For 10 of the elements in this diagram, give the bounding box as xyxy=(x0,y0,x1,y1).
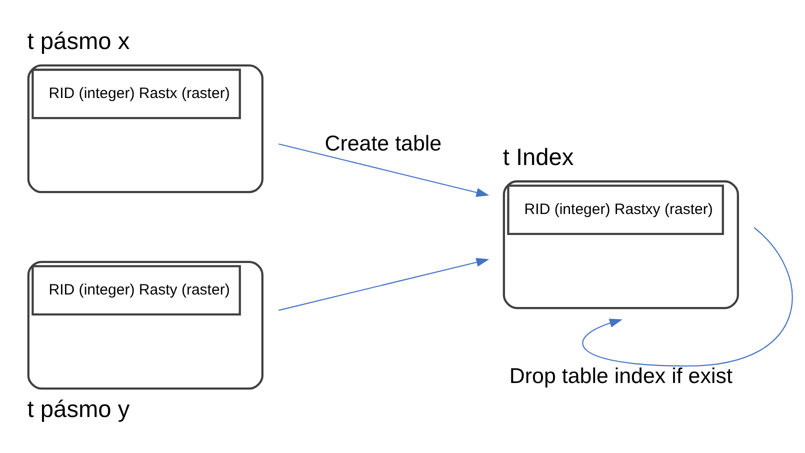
arrow xyxy=(278,142,490,196)
node-label: t pásmo y xyxy=(27,396,130,423)
node-box: RID (integer) Rastx (raster) xyxy=(27,64,264,193)
node-label: t Index xyxy=(502,144,574,170)
node-box: RID (integer) Rasty (raster) xyxy=(27,260,264,390)
arrow xyxy=(278,257,490,310)
edge-label: Drop table index if exist xyxy=(509,364,732,388)
node-box: RID (integer) Rastxy (raster) xyxy=(502,180,739,309)
node-label: t pásmo x xyxy=(27,28,130,54)
edge-label: Create table xyxy=(324,130,442,155)
